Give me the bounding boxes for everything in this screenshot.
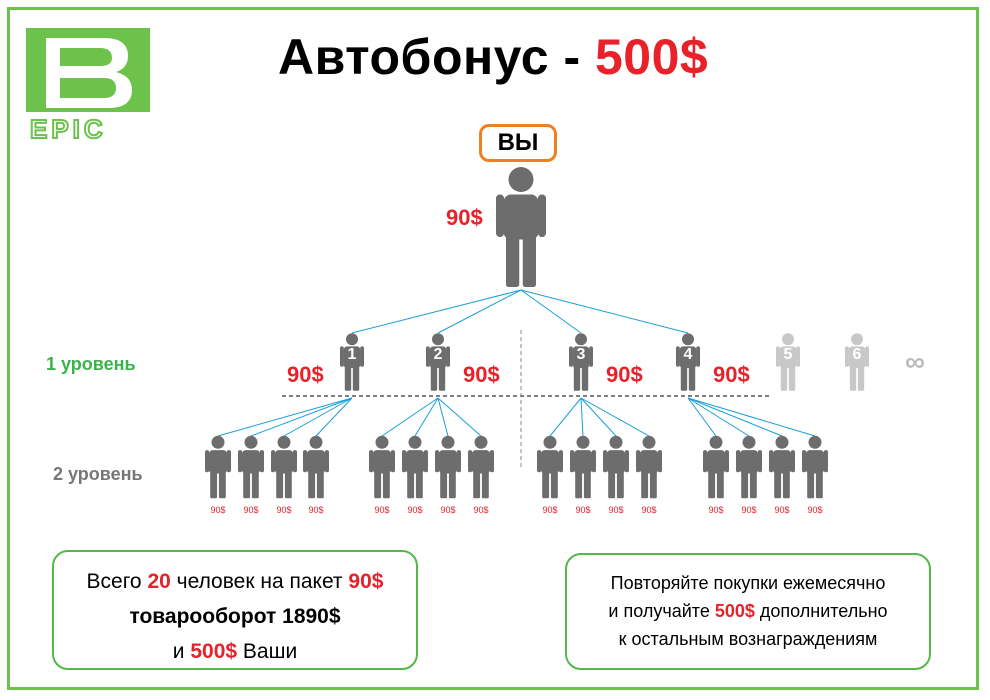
level2-person-icon	[636, 435, 662, 499]
repeat-box: Повторяйте покупки ежемесячно и получайт…	[565, 553, 931, 670]
level1-num-4: 4	[683, 346, 693, 363]
faded-num-6: 6	[852, 346, 862, 363]
level1-amount-1: 90$	[287, 362, 324, 387]
level2-amount: 90$	[440, 505, 456, 515]
epic-logo: EPIC	[26, 28, 150, 142]
level1-num-2: 2	[433, 346, 443, 363]
summary-line-1: Всего 20 человек на пакет 90$	[86, 570, 384, 593]
level2-person-icon	[703, 435, 729, 499]
level1-num-1: 1	[347, 346, 357, 363]
level2-amount: 90$	[542, 505, 558, 515]
level1-amount-2: 90$	[463, 362, 500, 387]
level2-amount: 90$	[708, 505, 724, 515]
level1-amount-3: 90$	[606, 362, 643, 387]
level2-amount: 90$	[741, 505, 757, 515]
page-title: Автобонус - 500$	[278, 29, 709, 85]
level2-person-icon	[271, 435, 297, 499]
level2-person-icon	[468, 435, 494, 499]
level2-amount: 90$	[374, 505, 390, 515]
level2-amount: 90$	[608, 505, 624, 515]
level2-person-icon	[736, 435, 762, 499]
top-amount: 90$	[446, 205, 483, 230]
level2-person-icon	[802, 435, 828, 499]
level1-label: 1 уровень	[46, 354, 136, 374]
level2-amount: 90$	[210, 505, 226, 515]
logo-text: EPIC	[30, 114, 107, 142]
summary-box: Всего 20 человек на пакет 90$ товарообор…	[52, 550, 418, 670]
level2-person-icon	[205, 435, 231, 499]
repeat-line-3: к остальным вознаграждениям	[618, 629, 878, 649]
level2-person-icon	[303, 435, 329, 499]
repeat-line-1: Повторяйте покупки ежемесячно	[610, 573, 886, 593]
level2-person-icon	[603, 435, 629, 499]
level2-amount: 90$	[243, 505, 259, 515]
faded-num-5: 5	[783, 346, 793, 363]
level1-amount-4: 90$	[713, 362, 750, 387]
level2-person-icon	[570, 435, 596, 499]
top-person-icon	[496, 167, 546, 287]
level2-person-icon	[402, 435, 428, 499]
level2-person-icon	[537, 435, 563, 499]
level1-num-3: 3	[576, 346, 586, 363]
repeat-line-2: и получайте 500$ дополнительно	[608, 601, 888, 621]
level2-amount: 90$	[407, 505, 423, 515]
level2-person-icon	[369, 435, 395, 499]
level2-person-icon	[435, 435, 461, 499]
level2-amount: 90$	[276, 505, 292, 515]
you-label: ВЫ	[479, 124, 557, 162]
level2-person-icon	[238, 435, 264, 499]
infinity-icon: ∞	[905, 346, 925, 377]
level2-person-icon	[769, 435, 795, 499]
page-frame	[7, 7, 979, 690]
summary-line-3: и 500$ Ваши	[172, 640, 298, 663]
level2-amount: 90$	[575, 505, 591, 515]
summary-line-2: товарооборот 1890$	[129, 605, 341, 628]
level2-label: 2 уровень	[53, 464, 143, 484]
level2-amount: 90$	[473, 505, 489, 515]
level2-amount: 90$	[641, 505, 657, 515]
level2-amount: 90$	[807, 505, 823, 515]
level2-amount: 90$	[774, 505, 790, 515]
level2-amount: 90$	[308, 505, 324, 515]
